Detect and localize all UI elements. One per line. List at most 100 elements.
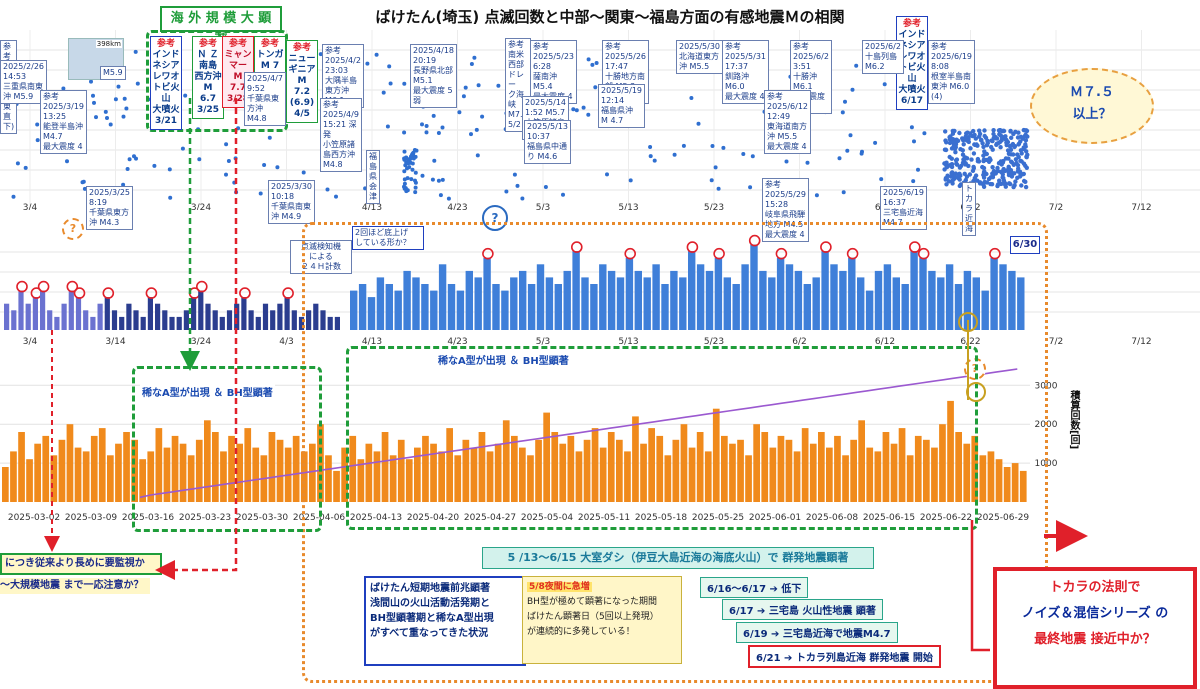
quake-point	[954, 162, 960, 167]
quake-point	[879, 177, 884, 182]
blink-bar	[954, 284, 963, 330]
blink-bar	[147, 297, 153, 330]
daily-bar	[745, 455, 752, 502]
daily-bar	[777, 435, 785, 502]
blink-bar	[696, 264, 705, 330]
reference-tag: 参考	[260, 39, 279, 49]
quake-point	[986, 176, 992, 182]
quake-point	[1024, 165, 1030, 170]
daily-bar	[1011, 463, 1019, 502]
quake-point	[1001, 128, 1007, 134]
blink-bar	[162, 310, 168, 330]
quake-point	[65, 159, 69, 164]
blink-bar	[40, 290, 46, 330]
quake-point	[980, 141, 985, 146]
quake-point	[997, 128, 1003, 133]
quake-point	[977, 128, 982, 133]
quake-point	[998, 145, 1003, 150]
quake-point	[943, 176, 949, 181]
precursor-line: ばけたん短期地震前兆顕著	[370, 583, 490, 594]
peak-marker	[917, 247, 930, 260]
quake-point	[961, 157, 966, 162]
surge-note-box: 5/8夜間に急増 BH型が極めて顕著になった期間 ばけたん顕著日（5回以上発現）…	[522, 576, 682, 664]
quake-point	[971, 151, 977, 156]
overseas-event-pill: 参考インド ネシア レワオ トビ火山 大噴火 3/21	[150, 36, 182, 130]
daily-bar	[486, 451, 494, 502]
daily-bar	[244, 428, 252, 502]
blink-bar	[634, 270, 642, 330]
blink-bar	[183, 310, 189, 330]
daily-bar	[527, 455, 534, 502]
blink-bar	[447, 284, 456, 330]
blink-bar	[133, 310, 139, 330]
quake-point	[922, 131, 927, 136]
blink-bar	[241, 297, 247, 330]
daily-bar	[632, 416, 639, 502]
daily-bar	[381, 432, 389, 502]
step-box: 6/17 ➔ 三宅島 火山性地震 顕著	[722, 599, 883, 620]
x-tick-label: 2025-05-25	[692, 513, 744, 523]
daily-bar	[292, 435, 300, 502]
quake-point	[982, 133, 987, 139]
final-conclusion-box: トカラの法則で ノイズ＆混信シリーズ の 最終地震 接近中か？	[993, 567, 1197, 689]
quake-point	[520, 196, 525, 201]
overseas-event-text: ミャン マー M 7.7 3/28	[224, 50, 252, 104]
quake-point	[1015, 135, 1021, 140]
daily-bar	[470, 447, 478, 502]
quake-point	[982, 149, 987, 154]
quake-point	[993, 171, 998, 176]
blink-bar	[937, 277, 945, 330]
peak-marker	[570, 241, 583, 253]
final-line: 最終地震 接近中か？	[1034, 632, 1156, 647]
quake-point	[11, 194, 16, 199]
blink-bar	[169, 316, 175, 330]
x-tick-label: 2025-06-08	[806, 513, 859, 523]
x-tick-label: 3/14	[105, 337, 125, 347]
blink-bar	[990, 257, 998, 330]
peak-marker	[624, 247, 637, 260]
daily-bar	[834, 435, 841, 502]
quake-point	[82, 186, 87, 191]
blink-bar	[320, 310, 326, 330]
quake-point	[461, 94, 466, 99]
quake-point	[1000, 160, 1006, 165]
daily-bar	[882, 432, 890, 502]
quake-point	[407, 160, 412, 165]
quake-point	[957, 130, 962, 136]
peak-marker	[846, 247, 859, 260]
blink-bar	[334, 316, 340, 330]
x-tick-label: 7/12	[1131, 337, 1151, 347]
blink-bar	[367, 297, 376, 330]
quake-point	[951, 145, 956, 150]
blink-bar	[255, 316, 261, 330]
blink-bar	[527, 284, 536, 330]
quake-point	[840, 110, 845, 115]
blink-bar	[327, 316, 333, 330]
x-tick-label: 2025-03-16	[122, 513, 175, 523]
quake-point	[652, 158, 657, 163]
quake-point	[504, 189, 509, 194]
quake-point	[1015, 152, 1020, 157]
quake-point	[912, 139, 916, 144]
blink-bar	[554, 284, 562, 330]
quake-point	[365, 61, 370, 66]
quake-point	[1008, 143, 1013, 148]
blink-bar	[75, 297, 82, 330]
x-tick-label: 2025-06-01	[749, 513, 801, 523]
blink-bar	[901, 284, 909, 330]
quake-point	[15, 161, 20, 166]
blink-bar	[350, 290, 358, 330]
quake-point	[628, 178, 633, 183]
blink-bar	[18, 290, 24, 330]
overseas-header: 海 外 規 模 大 顕 著	[160, 6, 282, 48]
blink-bar	[794, 270, 803, 330]
quake-point	[512, 172, 517, 177]
daily-bar	[1019, 470, 1027, 502]
overseas-event-text: Ｎ Ｚ 南島 西方沖 M 6.7 3/25	[194, 50, 222, 115]
quake-point	[814, 193, 819, 198]
quake-point	[436, 131, 441, 135]
blink-bar	[607, 270, 616, 330]
quake-point	[1003, 134, 1008, 139]
peak-marker	[16, 280, 28, 293]
quake-point	[967, 172, 973, 177]
